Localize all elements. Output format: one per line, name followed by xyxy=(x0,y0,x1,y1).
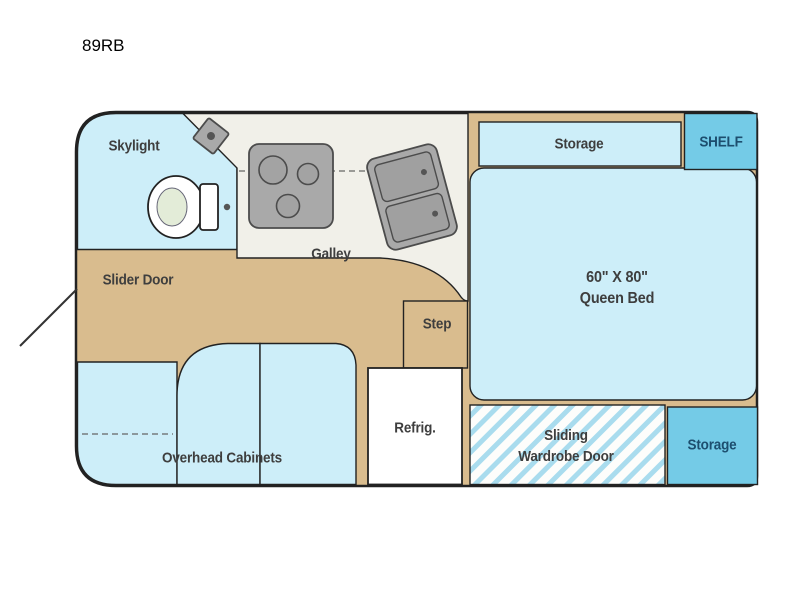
step-label: Step xyxy=(422,315,452,333)
wardrobe-label-line2: Wardrobe Door xyxy=(518,448,614,465)
refrigerator xyxy=(367,367,463,486)
stove-burner xyxy=(258,155,288,185)
sink-drain xyxy=(432,210,439,217)
exterior-door-line xyxy=(19,288,78,347)
galley-label: Galley xyxy=(311,245,351,263)
sliding-wardrobe-door xyxy=(469,404,666,486)
sink-basin xyxy=(374,151,440,203)
sink-drain xyxy=(420,169,427,176)
corner-fixture-dot xyxy=(207,132,215,140)
stove-burner xyxy=(296,162,320,186)
storage-bottom-label: Storage xyxy=(687,436,737,454)
refrigerator-label: Refrig. xyxy=(394,419,436,437)
stove-burner xyxy=(275,193,301,219)
skylight-label: Skylight xyxy=(108,137,160,155)
model-number: 89RB xyxy=(82,36,125,55)
sink-basin xyxy=(385,192,450,243)
wardrobe-label-line1: Sliding xyxy=(544,427,588,444)
toilet xyxy=(147,175,231,239)
sink xyxy=(366,143,458,251)
shelf-label: SHELF xyxy=(699,133,743,151)
bed-size-label: 60" X 80" xyxy=(586,269,648,286)
overhead-cabinet-middle xyxy=(176,342,261,486)
shelf xyxy=(683,112,758,171)
toilet-dot xyxy=(223,203,231,211)
storage-bottom xyxy=(666,406,759,486)
queen-bed-label: 60" X 80" Queen Bed xyxy=(579,267,655,309)
corner-fixture xyxy=(192,117,230,155)
toilet-tank xyxy=(199,183,219,231)
storage-top xyxy=(478,121,682,167)
bed-type-label: Queen Bed xyxy=(579,290,655,307)
step xyxy=(402,300,469,369)
wardrobe-label: Sliding Wardrobe Door xyxy=(518,425,614,467)
storage-top-label: Storage xyxy=(554,135,604,153)
stove xyxy=(248,143,334,229)
slider-door-label: Slider Door xyxy=(102,271,174,289)
toilet-seat xyxy=(156,187,188,227)
overhead-cabinets-label: Overhead Cabinets xyxy=(162,449,282,467)
overhead-cabinet-right xyxy=(259,342,357,486)
overhead-cabinet-left xyxy=(76,361,178,486)
queen-bed xyxy=(469,167,758,401)
